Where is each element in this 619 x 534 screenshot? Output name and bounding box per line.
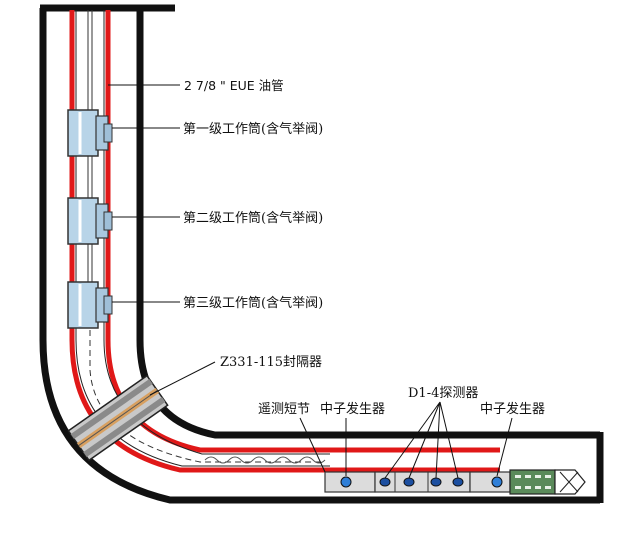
label-mandrel-1: 第一级工作筒(含气举阀) — [183, 121, 323, 137]
label-packer: Z331-115封隔器 — [220, 355, 322, 370]
label-neutron-generator-2: 中子发生器 — [480, 401, 545, 417]
label-tubing: 2 7/8 " EUE 油管 — [184, 78, 284, 93]
detector-dot-2 — [403, 477, 415, 487]
label-mandrel-3: 第三级工作筒(含气举阀) — [183, 295, 323, 311]
tool-string — [324, 469, 586, 495]
mandrel-1 — [67, 109, 113, 157]
detector-dot-1 — [379, 477, 391, 487]
label-mandrel-2: 第二级工作筒(含气举阀) — [183, 210, 323, 226]
tool-nose — [554, 469, 586, 495]
source-dot-1 — [340, 476, 352, 488]
leader-lines — [108, 84, 513, 479]
label-telemetry-sub: 遥测短节 — [258, 402, 310, 417]
screen — [509, 469, 556, 495]
mandrel-2 — [67, 197, 113, 245]
label-neutron-generator-1: 中子发生器 — [320, 401, 385, 417]
packer — [67, 374, 169, 462]
casing-outer-wall — [39, 8, 600, 504]
mandrel-3 — [67, 281, 113, 329]
label-detectors: D1-4探测器 — [408, 386, 478, 401]
source-dot-2 — [491, 476, 503, 488]
detector-dot-3 — [430, 477, 442, 487]
tubing-inner-wall — [105, 10, 500, 453]
detector-dot-4 — [452, 477, 464, 487]
